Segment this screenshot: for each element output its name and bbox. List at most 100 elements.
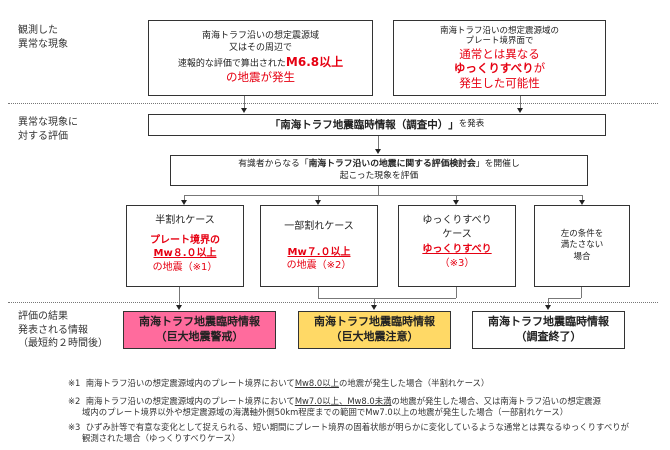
arrow-icon bbox=[315, 200, 321, 205]
text: の地震（※2） bbox=[286, 260, 352, 271]
text: 南海トラフ沿いの想定震源域内のプレート境界において bbox=[85, 378, 295, 388]
text: 」 bbox=[448, 118, 459, 131]
text: 場合 bbox=[573, 251, 591, 262]
footnote-3: ※3 ひずみ計等で有意な変化として捉えられる、短い期間にプレート境界の固着状態が… bbox=[68, 422, 629, 445]
connector bbox=[179, 287, 180, 306]
note-mark: ※3 bbox=[68, 422, 81, 432]
footnote-2: ※2 南海トラフ沿いの想定震源域内のプレート境界においてMw7.0以上、Mw8.… bbox=[68, 396, 601, 419]
text: の地震（※1） bbox=[152, 261, 218, 273]
text: 有識者からなる「南海トラフ沿いの地震に関する評価検討会」を開催し bbox=[238, 159, 520, 170]
connector bbox=[318, 298, 456, 299]
text: プレート境界面で bbox=[465, 36, 534, 47]
text: ゆっくりすべり bbox=[422, 244, 492, 255]
connector bbox=[244, 96, 245, 110]
text: 観測された場合（ゆっくりすべりケース） bbox=[82, 433, 241, 444]
text: Mw７.０以上 bbox=[287, 246, 351, 258]
arrow-icon bbox=[545, 305, 551, 310]
row-label-result: 評価の結果発表される情報 （最短約２時間後） bbox=[18, 310, 108, 351]
connector bbox=[184, 195, 185, 201]
connector bbox=[184, 195, 582, 196]
divider bbox=[8, 103, 658, 104]
note-mark: ※2 bbox=[68, 396, 81, 406]
case-none: 左の条件を 満たさない 場合 bbox=[534, 205, 630, 287]
case-slow-slip: ゆっくりすべり ケース ゆっくりすべり （※3） bbox=[398, 205, 516, 287]
case-title: 一部割れケース bbox=[284, 221, 354, 232]
case-title: 半割れケース bbox=[155, 215, 215, 226]
text: の地震が発生した場合（半割れケース） bbox=[338, 378, 490, 388]
footnote-1: ※1 南海トラフ沿いの想定震源域内のプレート境界においてMw8.0以上の地震が発… bbox=[68, 378, 489, 389]
text: 南海トラフ沿いの想定震源域の bbox=[439, 25, 559, 36]
arrow-icon bbox=[241, 108, 247, 113]
connector bbox=[520, 96, 521, 110]
text: 南海トラフ沿いの地震に関する評価検討会 bbox=[308, 159, 476, 170]
text: 起こった現象を評価 bbox=[339, 170, 419, 181]
connector bbox=[378, 186, 379, 195]
text: （巨大地震警戒） bbox=[155, 330, 244, 343]
result-investigation-ended: 南海トラフ地震臨時情報（調査終了） bbox=[472, 311, 625, 349]
text: プレート境界の bbox=[150, 234, 220, 246]
text: 発生した可能性 bbox=[459, 75, 540, 90]
text: Mw８.０以上 bbox=[153, 248, 217, 259]
text: 満たさない bbox=[560, 240, 604, 251]
text: ひずみ計等で有意な変化として捉えられる、短い期間にプレート境界の固着状態が明らか… bbox=[85, 422, 629, 432]
label-line: 対する評価 bbox=[18, 130, 68, 142]
text: 南海トラフ地震臨時情報 bbox=[488, 315, 609, 329]
text: 南海トラフ沿いの想定震源域内のプレート境界において bbox=[85, 396, 295, 406]
connector bbox=[456, 287, 457, 298]
case-title: ゆっくりすべり bbox=[422, 215, 492, 226]
connector bbox=[318, 195, 319, 201]
text: ゆっくりすべり bbox=[453, 61, 534, 76]
connector bbox=[581, 287, 582, 298]
arrow-icon bbox=[517, 108, 523, 113]
text: 速報的な評価で算出されたM6.8以上 bbox=[178, 54, 343, 70]
text: 」を開催し bbox=[475, 159, 520, 170]
text: 南海トラフ沿いの想定震源域 bbox=[201, 31, 319, 41]
text: の地震が発生した場合、又は南海トラフ沿いの想定震源 bbox=[391, 396, 601, 406]
connector bbox=[378, 136, 379, 150]
case-half-rupture: 半割れケース プレート境界の Mw８.０以上 の地震（※1） bbox=[126, 205, 244, 287]
text: 又はその周辺で bbox=[228, 43, 292, 54]
label-line: 評価の結果 bbox=[18, 311, 68, 322]
divider bbox=[8, 302, 658, 303]
text: 南海トラフ地震臨時情報 bbox=[139, 315, 260, 329]
text: 左の条件を bbox=[560, 228, 604, 239]
text: が bbox=[533, 61, 546, 76]
connector bbox=[582, 195, 583, 201]
text: ゆっくりすべりが bbox=[454, 61, 545, 75]
connector bbox=[456, 195, 457, 201]
text: の地震が発生 bbox=[226, 70, 295, 85]
text: を発表 bbox=[458, 119, 485, 130]
label-line: 発表される情報 bbox=[18, 324, 88, 336]
label-line: 異常な現象 bbox=[18, 38, 68, 50]
arrow-icon bbox=[176, 305, 182, 310]
text: Mw8.0以上 bbox=[294, 378, 339, 388]
label-line: 観測した bbox=[18, 25, 58, 36]
text: 域内のプレート境界以外や想定震源域の海溝軸外側50km程度までの範囲でMw7.0… bbox=[82, 407, 569, 418]
text: （調査終了） bbox=[515, 330, 582, 343]
arrow-icon bbox=[371, 305, 377, 310]
observed-slow-slip-box: 南海トラフ沿いの想定震源域の プレート境界面で 通常とは異なる ゆっくりすべりが… bbox=[393, 20, 606, 96]
row-label-observed: 観測した異常な現象 bbox=[18, 24, 68, 51]
text: 南海トラフ地震臨時情報（調査中） bbox=[280, 118, 449, 131]
result-megaquake-advisory: 南海トラフ地震臨時情報（巨大地震注意） bbox=[298, 311, 451, 349]
text: 速報的な評価で算出された bbox=[177, 59, 286, 70]
text: （※3） bbox=[439, 257, 475, 269]
arrow-icon bbox=[181, 200, 187, 205]
connector bbox=[318, 287, 319, 298]
text: 「 bbox=[269, 118, 281, 131]
text: 有識者からなる「 bbox=[238, 159, 309, 170]
text: Mw7.0以上、Mw8.0未満 bbox=[294, 396, 392, 406]
magnitude: M6.8以上 bbox=[285, 55, 344, 70]
result-megaquake-warning: 南海トラフ地震臨時情報（巨大地震警戒） bbox=[123, 311, 276, 349]
arrow-icon bbox=[375, 149, 381, 154]
row-label-evaluation: 異常な現象に対する評価 bbox=[18, 116, 78, 143]
case-title: ケース bbox=[442, 228, 472, 240]
connector bbox=[548, 298, 581, 299]
text: 通常とは異なる bbox=[459, 47, 540, 62]
observed-earthquake-box: 南海トラフ沿いの想定震源域 又はその周辺で 速報的な評価で算出されたM6.8以上… bbox=[148, 20, 373, 96]
label-line: 異常な現象に bbox=[18, 117, 78, 128]
arrow-icon bbox=[453, 200, 459, 205]
label-line: （最短約２時間後） bbox=[18, 338, 108, 349]
note-mark: ※1 bbox=[68, 378, 81, 388]
committee-box: 有識者からなる「南海トラフ沿いの地震に関する評価検討会」を開催し 起こった現象を… bbox=[170, 155, 588, 186]
